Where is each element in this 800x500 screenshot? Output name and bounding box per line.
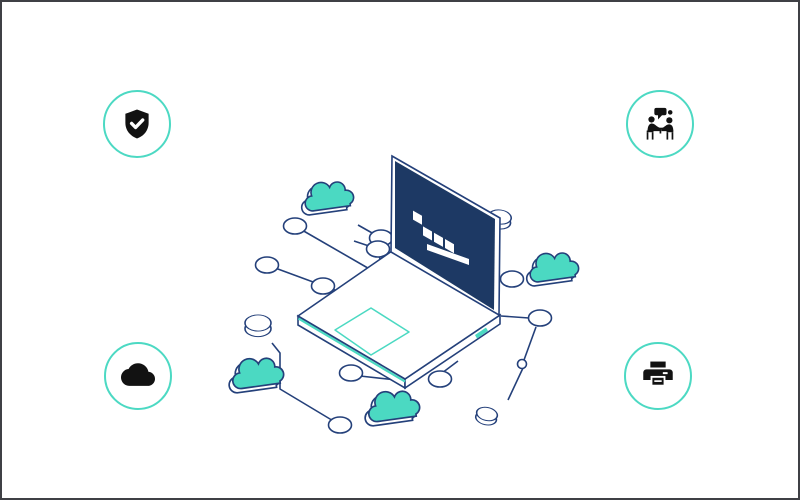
laptop-trackpad (334, 307, 410, 356)
service-security (37, 90, 237, 168)
communication-icon-ring (626, 90, 694, 158)
page-title (2, 58, 798, 62)
screen-loading-bar (427, 244, 469, 265)
circuit-nodes (254, 217, 553, 434)
laptop-deck (296, 250, 502, 380)
cloud-icon (121, 363, 155, 386)
printer-icon (643, 361, 673, 387)
service-print (533, 342, 783, 420)
meeting-icon (646, 107, 674, 140)
laptop-screen (395, 161, 495, 310)
screen-loading-blocks (413, 210, 454, 254)
print-icon-ring (624, 342, 692, 410)
shield-check-icon (125, 109, 149, 139)
cloud-shape (361, 386, 422, 428)
cloud-shape (523, 248, 581, 288)
laptop (296, 154, 502, 390)
gear-icon (474, 406, 499, 426)
cloud-shape (225, 353, 286, 395)
service-cloud (38, 342, 238, 420)
laptop-power-light (475, 327, 488, 339)
cloud-icon-ring (104, 342, 172, 410)
laptop-network-illustration (225, 154, 581, 434)
cloud-shape (298, 177, 356, 217)
gear-icon (244, 314, 272, 338)
security-icon-ring (103, 90, 171, 158)
service-communication (530, 90, 790, 168)
